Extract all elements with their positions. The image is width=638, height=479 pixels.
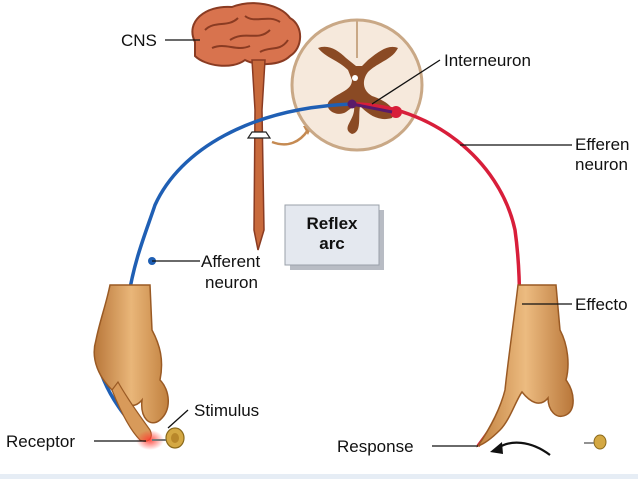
receptor-glow bbox=[136, 430, 164, 450]
interneuron-leader bbox=[371, 59, 441, 105]
cord-cut-marker bbox=[246, 131, 272, 139]
label-efferent-line2: neuron bbox=[575, 155, 628, 174]
reflex-arc-box bbox=[284, 204, 380, 266]
section-arrow bbox=[271, 129, 310, 146]
interneuron bbox=[351, 102, 393, 114]
reflex-arc-title-line2: arc bbox=[319, 234, 345, 253]
pin-icon bbox=[584, 434, 607, 450]
label-afferent-line1: Afferent bbox=[201, 252, 261, 271]
reflex-arc-title-line1: Reflex bbox=[306, 214, 358, 233]
left-hand bbox=[93, 284, 169, 442]
label-cns: CNS bbox=[121, 31, 157, 50]
label-response: Response bbox=[337, 437, 414, 456]
label-interneuron: Interneuron bbox=[444, 51, 531, 70]
label-efferent-line1: Efferen bbox=[575, 135, 630, 154]
right-hand bbox=[476, 284, 574, 448]
stimulus-pin-icon bbox=[152, 427, 185, 449]
interneuron-body bbox=[347, 99, 357, 109]
spinal-cord bbox=[251, 59, 266, 251]
brain bbox=[191, 2, 302, 67]
spinal-cord-section bbox=[290, 18, 424, 152]
response-arrow bbox=[497, 441, 551, 456]
label-receptor: Receptor bbox=[6, 432, 75, 451]
efferent-neuron-path bbox=[351, 102, 522, 448]
afferent-neuron-path bbox=[98, 102, 353, 442]
stimulus-leader bbox=[167, 409, 189, 429]
label-stimulus: Stimulus bbox=[194, 401, 259, 420]
bottom-strip bbox=[0, 474, 638, 479]
response-arrowhead bbox=[490, 442, 503, 454]
label-effector: Effecto bbox=[575, 295, 628, 314]
efferent-cell-body bbox=[390, 106, 402, 118]
label-afferent-line2: neuron bbox=[205, 273, 258, 292]
